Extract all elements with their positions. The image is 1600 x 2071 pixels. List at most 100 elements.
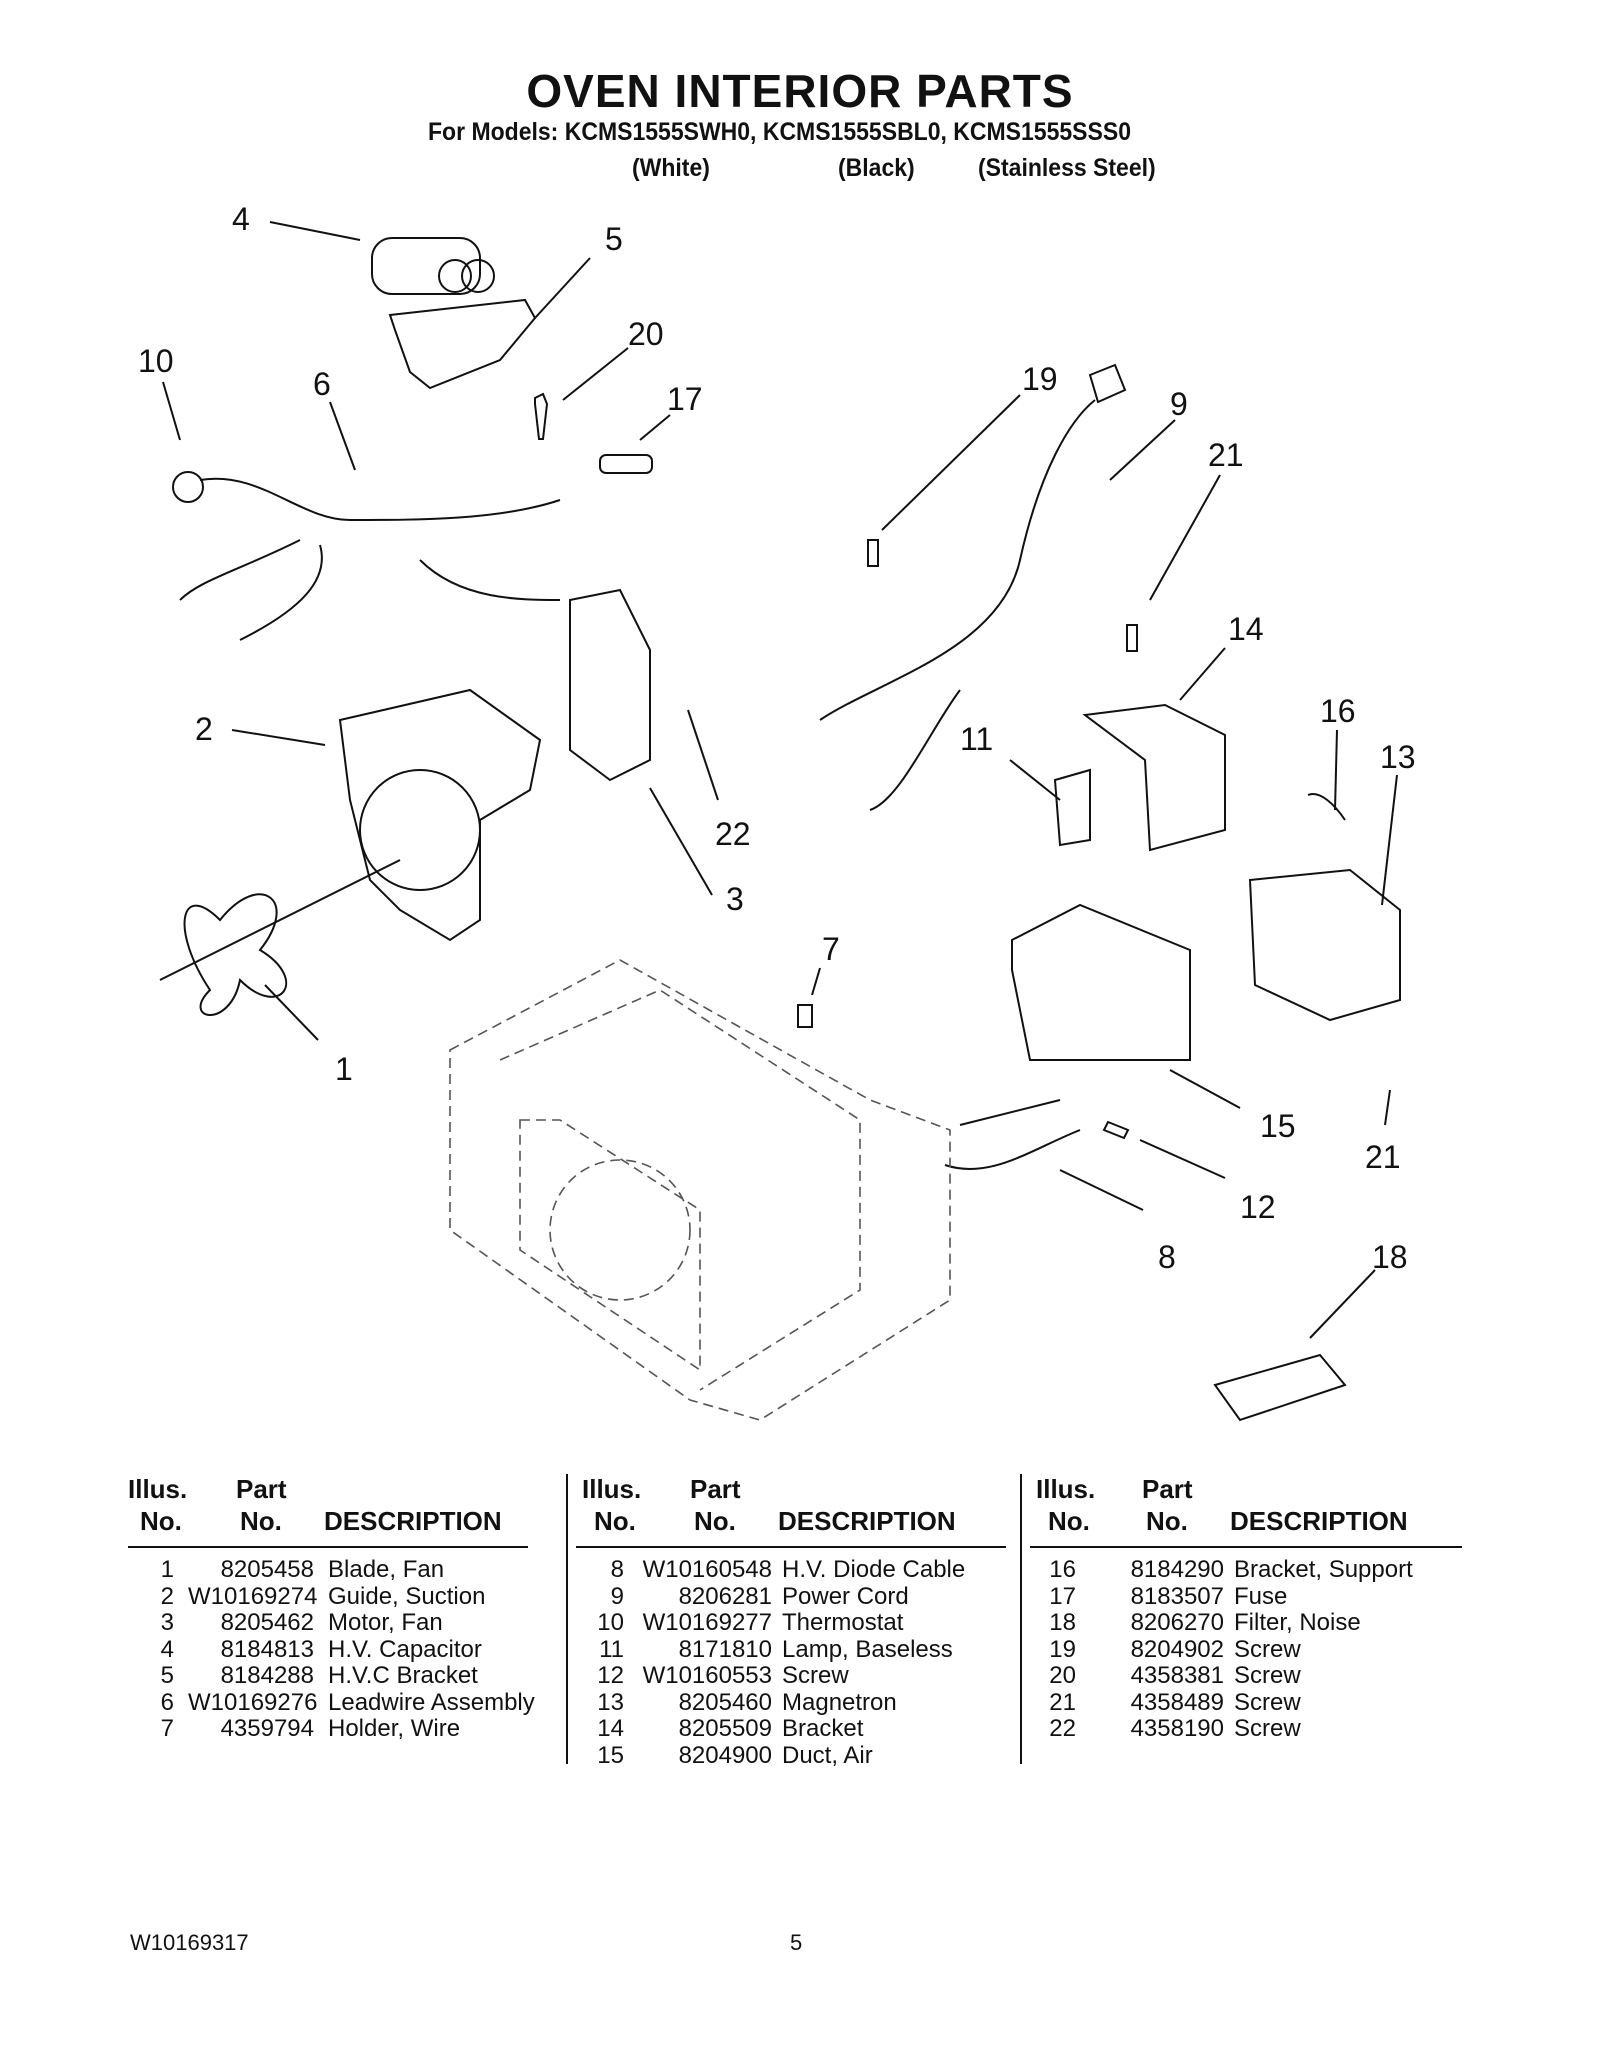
illus-no: 8 — [610, 1556, 624, 1583]
callout-15: 15 — [1260, 1108, 1296, 1144]
illus-no: 2 — [160, 1582, 174, 1610]
illus-no: 16 — [1049, 1556, 1076, 1583]
description: Duct, Air — [782, 1741, 873, 1769]
fan-blade-part — [183, 893, 288, 1016]
table-row: 21 4358489 Screw — [1036, 1689, 1476, 1716]
part-no: W10169277 — [642, 1609, 772, 1636]
illus-no: 14 — [597, 1715, 624, 1742]
callout-13: 13 — [1380, 739, 1416, 775]
illus-no: 10 — [597, 1609, 624, 1636]
description: Bracket — [782, 1715, 864, 1742]
header-description: DESCRIPTION — [1230, 1506, 1408, 1536]
illus-no: 3 — [160, 1609, 174, 1636]
page-number: 5 — [790, 1930, 803, 1955]
fuse-part — [599, 454, 653, 474]
header-rule — [1030, 1546, 1462, 1548]
callout-8: 8 — [1158, 1239, 1176, 1275]
wire-holder-part — [797, 1004, 813, 1028]
table-header: Illus. No. Part No. DESCRIPTION — [128, 1474, 548, 1544]
header-description: DESCRIPTION — [778, 1506, 956, 1536]
callout-16: 16 — [1320, 693, 1356, 729]
screw-part-19 — [867, 539, 879, 567]
header-illus-no: No. — [140, 1506, 182, 1536]
magnetron-part — [1248, 868, 1401, 1022]
callout-6: 6 — [313, 366, 331, 402]
description: Leadwire Assembly — [328, 1688, 535, 1716]
description: H.V. Capacitor — [328, 1635, 482, 1663]
callout-7: 7 — [822, 931, 840, 967]
callout-18: 18 — [1372, 1239, 1408, 1275]
part-no: 8205509 — [678, 1715, 772, 1742]
callout-3: 3 — [726, 881, 744, 917]
fan-motor-part — [569, 588, 651, 782]
description: Screw — [1234, 1715, 1301, 1742]
callout-11: 11 — [960, 721, 993, 757]
models-subtitle: For Models: KCMS1555SWH0, KCMS1555SBL0, … — [428, 118, 1131, 146]
table-header: Illus. No. Part No. DESCRIPTION — [1036, 1474, 1476, 1544]
part-no: W10160548 — [642, 1556, 772, 1583]
part-no: 8204900 — [678, 1741, 772, 1769]
illus-no: 5 — [160, 1662, 174, 1689]
finish-black: (Black) — [838, 154, 915, 182]
part-no: 4358381 — [1130, 1662, 1224, 1689]
leader-lines — [162, 221, 1398, 1339]
illus-no: 11 — [599, 1635, 624, 1663]
noise-filter-part — [1213, 1353, 1347, 1422]
header-illus-no: No. — [594, 1506, 636, 1536]
support-bracket-part — [1307, 793, 1346, 821]
illus-no: 12 — [597, 1662, 624, 1689]
part-no: 8184288 — [220, 1662, 314, 1689]
illus-no: 6 — [160, 1688, 174, 1716]
oven-cabinet-outline — [449, 959, 951, 1421]
air-duct-part — [1011, 903, 1191, 1061]
lamp-part — [1053, 768, 1091, 847]
part-no: W10169276 — [188, 1688, 318, 1716]
callout-22: 22 — [715, 816, 751, 852]
part-no: 8204902 — [1130, 1635, 1224, 1663]
exploded-parts-diagram: 4 5 20 10 6 17 19 9 21 14 16 13 2 11 22 … — [138, 201, 1416, 1422]
header-part-no: No. — [1146, 1506, 1188, 1536]
table-row: 14 8205509 Bracket — [582, 1715, 1012, 1742]
header-illus: Illus. — [1036, 1474, 1096, 1504]
callout-20: 20 — [628, 316, 664, 352]
header-part: Part — [236, 1474, 287, 1504]
callout-21-bottom: 21 — [1365, 1139, 1401, 1175]
part-no: 4359794 — [220, 1715, 314, 1742]
illus-no: 19 — [1049, 1635, 1076, 1663]
part-no: 4358190 — [1130, 1715, 1224, 1742]
description: Screw — [1234, 1662, 1301, 1689]
callout-2: 2 — [195, 711, 213, 747]
part-no: 8206281 — [678, 1582, 772, 1610]
table-row: 6 W10169276 Leadwire Assembly — [128, 1689, 548, 1716]
description: Guide, Suction — [328, 1582, 486, 1610]
callout-10: 10 — [138, 343, 174, 379]
illus-no: 7 — [160, 1715, 174, 1742]
description: Screw — [782, 1662, 849, 1689]
illus-no: 4 — [160, 1635, 174, 1663]
part-no: 8171810 — [678, 1635, 772, 1663]
callout-9: 9 — [1170, 386, 1188, 422]
callout-12: 12 — [1240, 1189, 1276, 1225]
description: Blade, Fan — [328, 1556, 445, 1583]
description: Screw — [1234, 1688, 1301, 1716]
part-no: 4358489 — [1130, 1688, 1224, 1716]
header-rule — [576, 1546, 1006, 1548]
screw-part-12 — [1102, 1120, 1130, 1140]
page-title: OVEN INTERIOR PARTS — [526, 65, 1074, 117]
illus-no: 21 — [1049, 1688, 1076, 1716]
header-part-no: No. — [694, 1506, 736, 1536]
